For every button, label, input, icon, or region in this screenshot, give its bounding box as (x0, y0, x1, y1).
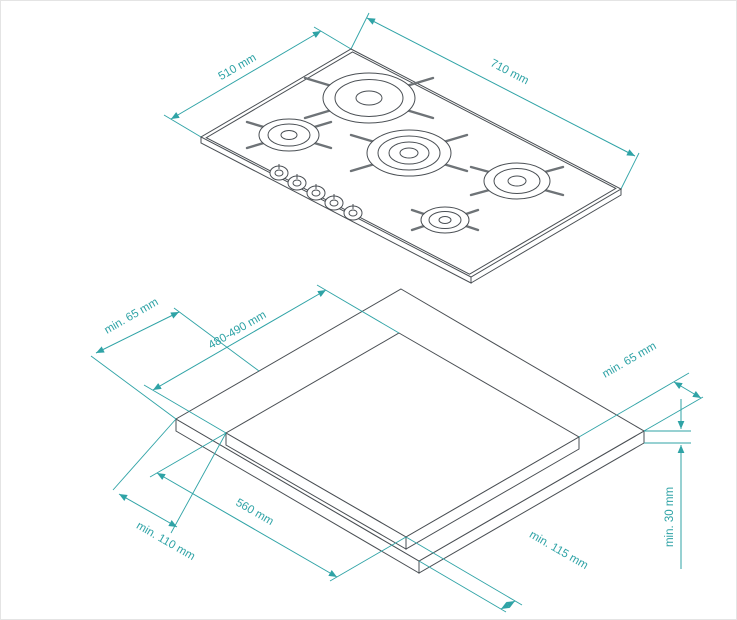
burner-center-wok (366, 129, 452, 177)
hob-drawing: 510 mm 710 mm (163, 12, 640, 284)
control-knob (269, 164, 289, 181)
hob-width-label: 510 mm (217, 52, 259, 83)
control-knob (306, 184, 326, 201)
clearance-left-label: min. 110 mm (134, 520, 197, 563)
cutout-inner-wall (405, 436, 580, 550)
countertop-drawing: 480-490 mm min. 65 mm min. 65 mm 560 mm (90, 284, 704, 613)
clearance-top-left-label: min. 65 mm (102, 296, 160, 336)
dimension-worktop-thickness: min. 30 mm (644, 399, 691, 569)
hob-body (199, 48, 623, 284)
control-knobs (269, 164, 363, 221)
pan-supports (245, 76, 565, 232)
burner-left (258, 118, 320, 152)
cutout-length-label: 560 mm (234, 497, 276, 528)
cutout-width-label: 480-490 mm (207, 309, 269, 352)
clearance-bottom-label: min. 115 mm (527, 529, 590, 572)
burner-rear-large (322, 72, 416, 124)
worktop-thickness-label: min. 30 mm (664, 487, 676, 547)
control-knob (287, 174, 307, 191)
burner-front-small (420, 206, 470, 234)
hob-length-label: 710 mm (488, 57, 530, 87)
control-knob (343, 204, 363, 221)
control-knob (324, 194, 344, 211)
clearance-right-label: min. 65 mm (600, 340, 658, 380)
burner-right (483, 162, 551, 200)
